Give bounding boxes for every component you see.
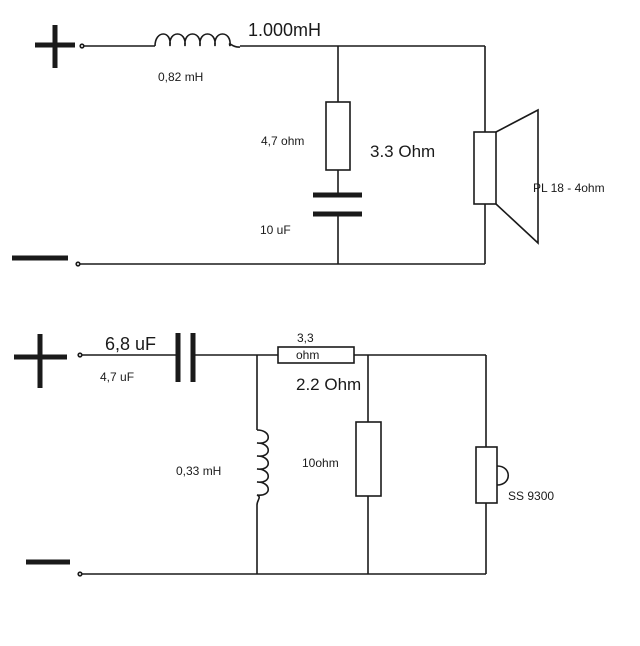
woofer-plus-node: [79, 43, 85, 49]
tweeter-shunt-resistor-label: 10ohm: [302, 456, 339, 470]
tweeter-capacitor-icon: [175, 333, 196, 382]
woofer-resistor-label: 4,7 ohm: [261, 134, 305, 148]
tweeter-label: SS 9300: [508, 489, 555, 503]
woofer-capacitor-icon: [313, 192, 362, 217]
woofer-minus-node: [75, 261, 81, 267]
tweeter-dome-icon: [496, 465, 510, 486]
tweeter-impedance-note: 2.2 Ohm: [296, 375, 362, 394]
tweeter-inductor-icon: [256, 429, 270, 506]
woofer-inductor-label: 0,82 mH: [158, 70, 204, 84]
woofer-inductor-value-note: 1.000mH: [248, 20, 322, 40]
woofer-impedance-note: 3.3 Ohm: [370, 142, 436, 161]
woofer-plus-terminal-icon: [35, 25, 75, 68]
tweeter-capacitor-value-note: 6,8 uF: [105, 334, 157, 354]
tweeter-minus-node: [77, 571, 83, 577]
tweeter-speaker-body-icon: [475, 446, 498, 504]
tweeter-capacitor-label: 4,7 uF: [100, 370, 135, 384]
tweeter-shunt-resistor-icon: [355, 421, 382, 497]
woofer-capacitor-label: 10 uF: [260, 223, 291, 237]
tweeter-series-resistor-label-inner: ohm: [296, 348, 320, 362]
woofer-speaker-cone-icon: [495, 108, 539, 245]
woofer-inductor-icon: [154, 33, 241, 48]
woofer-speaker-label: PL 18 - 4ohm: [533, 181, 605, 195]
tweeter-inductor-label: 0,33 mH: [176, 464, 222, 478]
woofer-speaker-body-icon: [473, 131, 497, 205]
tweeter-series-resistor-label-top: 3,3: [297, 331, 314, 345]
tweeter-plus-terminal-icon: [14, 334, 67, 388]
tweeter-plus-node: [77, 352, 83, 358]
woofer-resistor-icon: [325, 101, 351, 171]
